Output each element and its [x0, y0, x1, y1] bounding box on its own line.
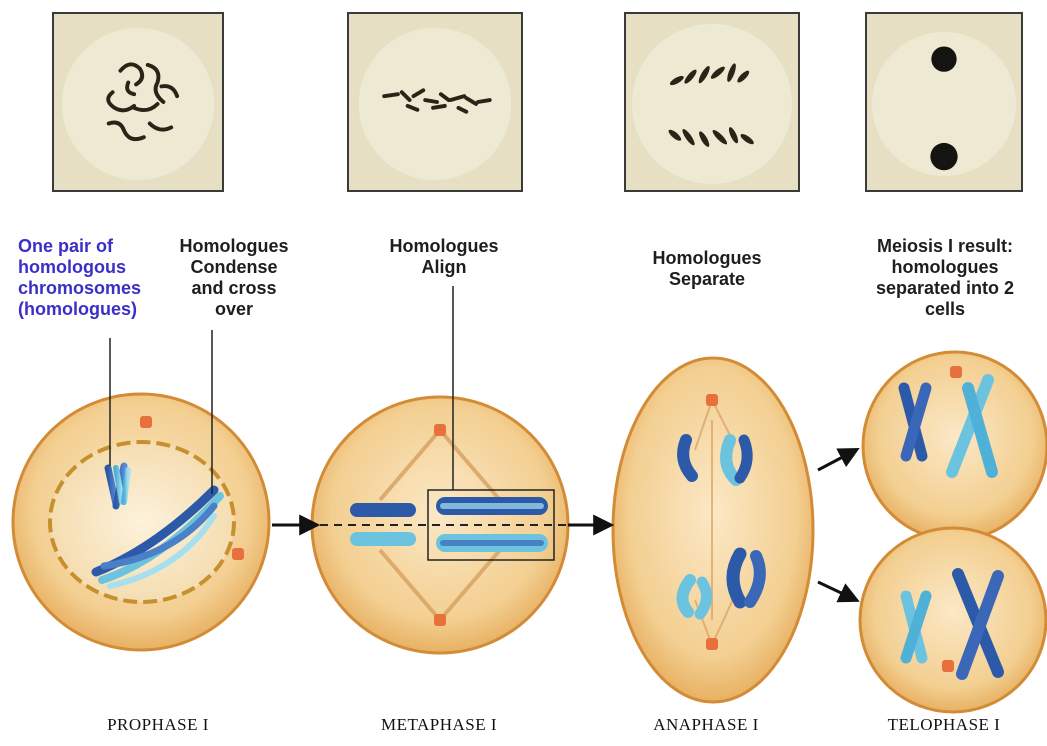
label-meiosis-result: Meiosis I result: homologues separated i… [855, 236, 1035, 320]
metaphase-micrograph [347, 12, 523, 192]
centrosome [706, 638, 718, 650]
centrosome [434, 424, 446, 436]
anaphase-cell [613, 358, 813, 702]
telophase-micrograph [865, 12, 1023, 192]
phase-label-anaphase: ANAPHASE I [606, 715, 806, 735]
telophase-top-chromosomes [904, 380, 992, 472]
centrosome [434, 614, 446, 626]
prophase-chromosome-pair [108, 466, 128, 506]
crossing-over-chromosomes [96, 490, 220, 586]
telophase-cells [860, 352, 1047, 712]
phase-label-telophase: TELOPHASE I [844, 715, 1044, 735]
centrosome [706, 394, 718, 406]
centrosome [140, 416, 152, 428]
phase-label-metaphase: METAPHASE I [339, 715, 539, 735]
aligned-chromosomes [350, 497, 548, 552]
phase-label-prophase: PROPHASE I [58, 715, 258, 735]
arrow-anaphase-to-telophase-bottom [818, 582, 856, 600]
arrow-anaphase-to-telophase-top [818, 450, 856, 470]
separating-homologues-top [683, 440, 747, 480]
telophase-bottom-chromosomes [906, 574, 998, 674]
centrosome [232, 548, 244, 560]
prophase-micrograph [52, 12, 224, 192]
label-homologues-align: Homologues Align [374, 236, 514, 278]
label-homologues-condense: Homologues Condense and cross over [170, 236, 298, 320]
centrosome [942, 660, 954, 672]
prophase-cell [13, 394, 269, 650]
anaphase-micrograph [624, 12, 800, 192]
metaphase-cell [312, 397, 568, 653]
separating-homologues-bottom [682, 554, 759, 614]
label-homologues-separate: Homologues Separate [632, 248, 782, 290]
alignment-box [428, 490, 554, 560]
label-one-pair-homologues: One pair of homologous chromosomes (homo… [18, 236, 168, 320]
centrosome [950, 366, 962, 378]
